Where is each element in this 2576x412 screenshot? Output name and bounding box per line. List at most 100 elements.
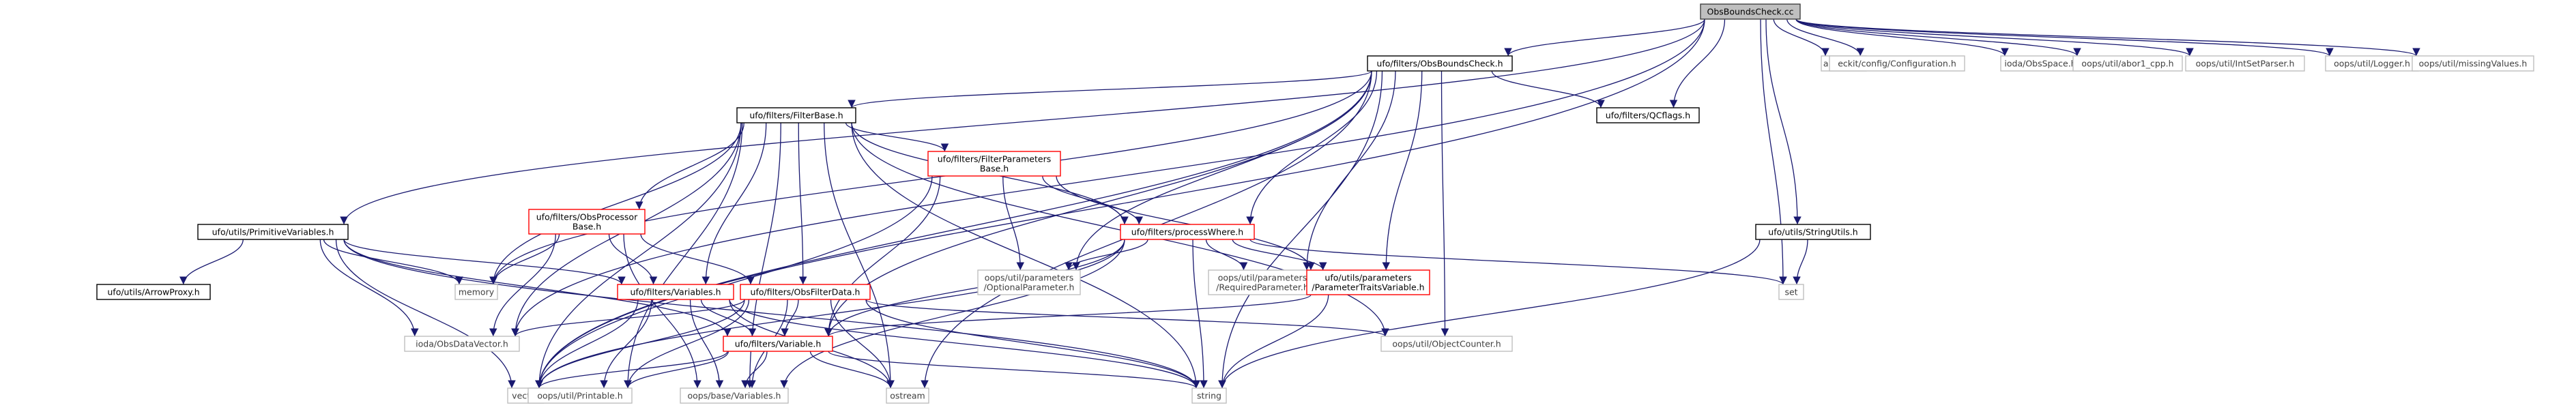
edge-variables-h-to-string: [729, 299, 1200, 389]
node-label: ufo/filters/Variables.h: [630, 287, 721, 297]
node-optionalparam-h[interactable]: oops/util/parameters/OptionalParameter.h: [977, 269, 1081, 295]
node-label: ufo/filters/processWhere.h: [1131, 227, 1243, 237]
node-eckit-config[interactable]: eckit/config/Configuration.h: [1829, 55, 1965, 72]
edge-line: [489, 233, 556, 337]
edge-line: [729, 299, 1200, 389]
node-ostream[interactable]: ostream: [886, 387, 929, 404]
node-objectcounter-h[interactable]: oops/util/ObjectCounter.h: [1380, 336, 1513, 352]
node-requiredparam-h[interactable]: oops/util/parameters/RequiredParameter.h: [1208, 269, 1317, 295]
node-label: ufo/utils/PrimitiveVariables.h: [212, 227, 334, 237]
edge-line: [1192, 239, 1208, 389]
node-variables-h[interactable]: ufo/filters/Variables.h: [617, 284, 734, 300]
edge-line: [489, 122, 742, 285]
edge-filterbase-h-to-printable-h: [624, 122, 743, 389]
node-oops-intsetparser[interactable]: oops/util/IntSetParser.h: [2185, 55, 2305, 72]
edge-filterbase-h-to-string: [851, 122, 1200, 389]
node-oops-abort[interactable]: oops/util/abor1_cpp.h: [2072, 55, 2183, 72]
node-label: /ParameterTraitsVariable.h: [1312, 282, 1424, 293]
edge-variable-h-to-string: [828, 351, 1200, 389]
edge-obsboundscheck-h-to-processwhere-h: [1246, 70, 1378, 225]
edge-primitivevars-h-to-arrowproxy-h: [179, 239, 244, 285]
node-box: [1306, 269, 1430, 295]
node-box: [2072, 55, 2183, 72]
node-box: [723, 336, 833, 352]
node-stringutils-h[interactable]: ufo/utils/StringUtils.h: [1755, 224, 1871, 240]
node-box: [96, 284, 211, 300]
edge-line: [824, 175, 941, 337]
edge-processwhere-h-to-requiredparam-h: [1205, 239, 1248, 271]
node-box: [927, 151, 1061, 177]
edge-line: [511, 18, 1705, 337]
node-label: ObsBoundsCheck.cc: [1707, 7, 1794, 17]
edge-filterparams-h-to-processwhere-h: [1042, 175, 1144, 225]
edge-line: [865, 299, 1389, 337]
edge-filterbase-h-to-vector: [535, 122, 742, 389]
node-obsboundscheck-h[interactable]: ufo/filters/ObsBoundsCheck.h: [1367, 55, 1513, 72]
edge-line: [1441, 70, 1449, 337]
node-label: eckit/config/Configuration.h: [1838, 59, 1956, 69]
edge-line: [828, 351, 1200, 389]
node-paramtraits-h[interactable]: ufo/utils/parameters/ParameterTraitsVari…: [1306, 269, 1430, 295]
edge-primitivevars-h-to-variables-h: [343, 239, 626, 285]
node-box: [1120, 224, 1255, 240]
node-oops-missing[interactable]: oops/util/missingValues.h: [2412, 55, 2534, 72]
node-set[interactable]: set: [1778, 284, 1804, 300]
edge-root-to-ioda-obsspace: [1795, 18, 2009, 57]
edge-line: [608, 233, 658, 285]
node-box: [1208, 269, 1317, 295]
node-box: [1596, 107, 1700, 123]
edge-line: [780, 239, 1125, 389]
node-box: [736, 107, 856, 123]
node-basevariables-h[interactable]: oops/base/Variables.h: [680, 387, 789, 404]
node-printable-h[interactable]: oops/util/Printable.h: [527, 387, 633, 404]
edge-line: [179, 239, 244, 285]
node-ioda-obsspace[interactable]: ioda/ObsSpace.h: [2000, 55, 2081, 72]
edge-obsfilterdata-h-to-vector: [535, 299, 745, 389]
edge-obsfilterdata-h-to-variable-h: [781, 299, 799, 337]
edge-variable-h-to-vector: [535, 351, 728, 389]
node-root[interactable]: ObsBoundsCheck.cc: [1700, 3, 1801, 20]
edge-filterparams-h-to-paramtraits-h: [1056, 175, 1315, 271]
edge-processwhere-h-to-set: [1249, 239, 1787, 285]
node-label: ufo/filters/ObsBoundsCheck.h: [1376, 59, 1503, 69]
edge-line: [1042, 175, 1144, 225]
node-oops-logger[interactable]: oops/util/Logger.h: [2325, 55, 2419, 72]
node-arrowproxy-h[interactable]: ufo/utils/ArrowProxy.h: [96, 284, 211, 300]
node-box: [197, 224, 349, 240]
edge-filterparams-h-to-vector: [535, 175, 933, 389]
node-box: [2412, 55, 2534, 72]
node-label: ufo/filters/Variable.h: [735, 339, 822, 349]
node-primitivevars-h[interactable]: ufo/utils/PrimitiveVariables.h: [197, 224, 349, 240]
edge-line: [535, 299, 639, 389]
nodes-layer: ObsBoundsCheck.cc ufo/filters/ObsBoundsCh…: [96, 3, 2534, 404]
edge-primitivevars-h-to-string: [343, 239, 1200, 389]
node-box: [527, 387, 633, 404]
edge-variable-h-to-ostream: [809, 351, 895, 389]
node-box: [454, 284, 498, 300]
edge-line: [701, 122, 767, 285]
node-box: [977, 269, 1081, 295]
node-qcflags-h[interactable]: ufo/filters/QCflags.h: [1596, 107, 1700, 123]
edge-root-to-set: [1760, 18, 1787, 285]
node-obsfilterdata-h[interactable]: ufo/filters/ObsFilterData.h: [740, 284, 871, 300]
edge-line: [1765, 18, 1801, 225]
node-label: /OptionalParameter.h: [984, 282, 1075, 293]
node-box: [886, 387, 929, 404]
edge-processwhere-h-to-optionalparam-h: [1065, 239, 1148, 271]
node-obsdatavector-h[interactable]: ioda/ObsDataVector.h: [404, 336, 520, 352]
node-string[interactable]: string: [1191, 387, 1227, 404]
edge-obsboundscheck-h-to-objectcounter-h: [1441, 70, 1449, 337]
node-label: /RequiredParameter.h: [1216, 282, 1309, 293]
node-box: [404, 336, 520, 352]
edge-variable-h-to-basevariables-h: [741, 351, 768, 389]
edge-line: [535, 299, 745, 389]
edge-variables-h-to-variable-h: [700, 299, 757, 337]
node-variable-h[interactable]: ufo/filters/Variable.h: [723, 336, 833, 352]
node-processwhere-h[interactable]: ufo/filters/processWhere.h: [1120, 224, 1255, 240]
node-memory[interactable]: memory: [454, 284, 498, 300]
node-filterbase-h[interactable]: ufo/filters/FilterBase.h: [736, 107, 856, 123]
edge-line: [824, 122, 895, 389]
